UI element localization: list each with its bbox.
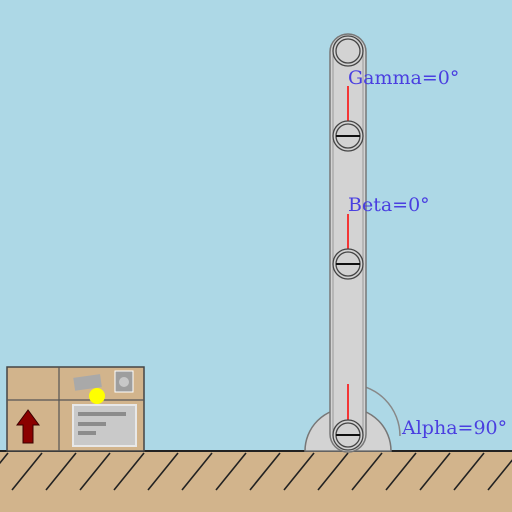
- up-arrow-icon: [16, 409, 40, 444]
- ground-hatch-line: [487, 459, 512, 491]
- shipping-label: [72, 404, 137, 447]
- ground-hatch-line: [351, 452, 383, 491]
- end-effector[interactable]: [332, 35, 364, 67]
- ground-hatch-line: [453, 452, 485, 491]
- alpha-joint[interactable]: [332, 419, 364, 451]
- ground-hatch-line: [249, 452, 281, 491]
- package-box[interactable]: [6, 366, 145, 452]
- gamma-joint[interactable]: [332, 120, 364, 152]
- ground-hatch-line: [317, 452, 349, 491]
- gamma-label: Gamma=0°: [348, 67, 459, 89]
- beta-joint[interactable]: [332, 248, 364, 280]
- ground-hatch-line: [0, 452, 9, 465]
- beta-label: Beta=0°: [348, 194, 430, 216]
- ground-hatch-line: [147, 452, 179, 491]
- ground: [0, 450, 512, 512]
- ground-hatch-line: [215, 452, 247, 491]
- ground-hatch-line: [419, 452, 451, 491]
- ground-hatch-line: [45, 452, 77, 491]
- ground-hatch-line: [113, 452, 145, 491]
- ground-hatch-line: [79, 452, 111, 491]
- ground-hatch-line: [181, 452, 213, 491]
- stamp-icon: [73, 370, 134, 393]
- ground-hatch-line: [283, 452, 315, 491]
- alpha-label: Alpha=90°: [401, 417, 507, 439]
- package-marker: [89, 388, 105, 404]
- ground-hatch-line: [11, 452, 43, 491]
- ground-hatch-line: [385, 452, 417, 491]
